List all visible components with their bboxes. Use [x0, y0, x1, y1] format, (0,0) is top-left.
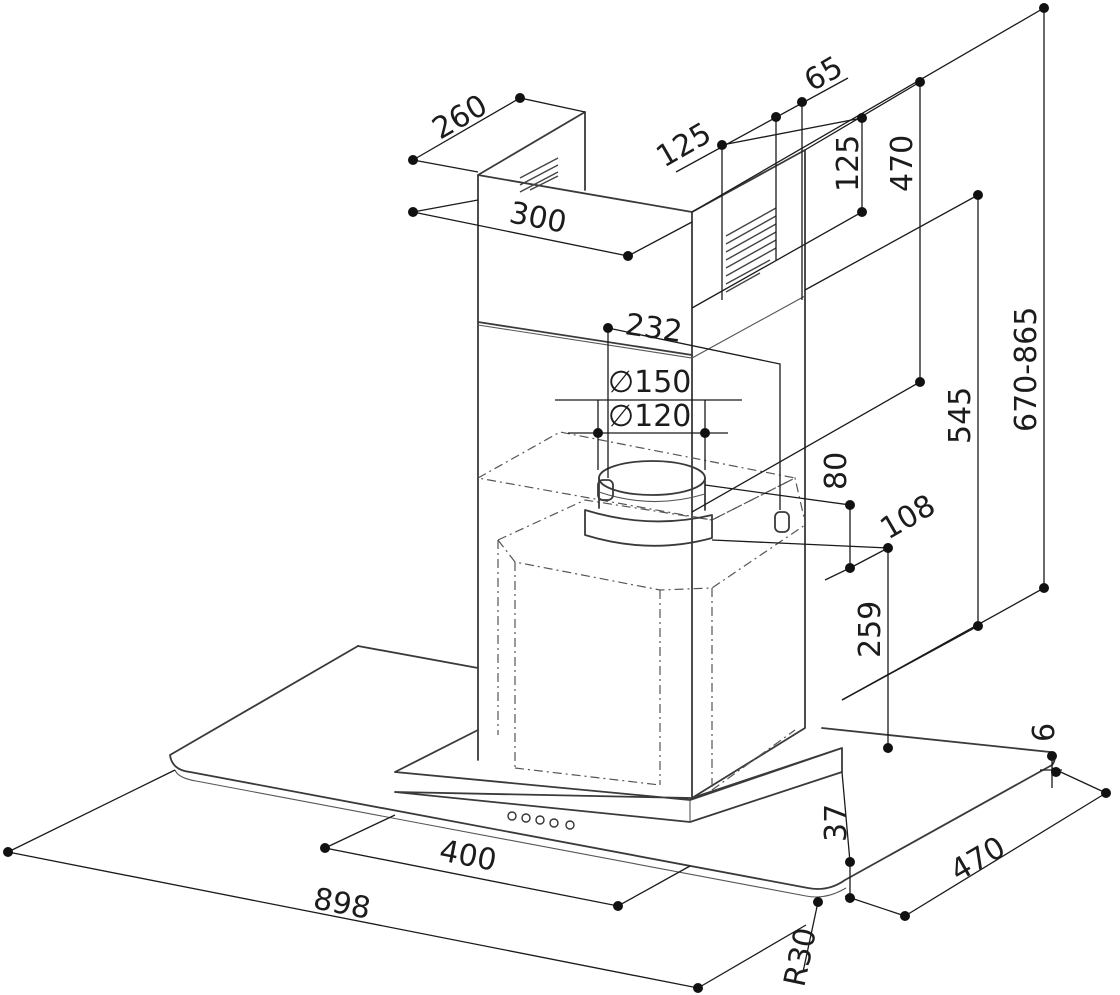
- label-65: 65: [799, 50, 850, 99]
- glass-edge-thickness: [174, 769, 847, 898]
- fixing-brackets: [597, 479, 790, 533]
- label-125-vertical: 125: [831, 135, 866, 192]
- label-37: 37: [819, 804, 854, 842]
- label-259: 259: [853, 601, 888, 658]
- label-470-bottom: 470: [945, 830, 1012, 889]
- control-button-5: [565, 820, 575, 830]
- vent-grille-back: [519, 157, 559, 193]
- label-80: 80: [819, 452, 854, 490]
- control-button-1: [507, 811, 517, 821]
- chimney-lower-front-face: [477, 321, 693, 799]
- label-diameter-120: ∅120: [608, 399, 691, 434]
- chimney-lower-side-edge: [691, 299, 806, 799]
- label-470-top: 470: [885, 135, 920, 192]
- label-300: 300: [506, 195, 569, 240]
- control-button-3: [535, 815, 545, 825]
- label-232: 232: [623, 307, 685, 350]
- label-108: 108: [875, 488, 942, 547]
- collar-top-ellipse: [598, 460, 706, 496]
- bracket-right: [774, 511, 790, 533]
- hidden-motor-housing: [476, 431, 806, 791]
- chimney-upper-side-face: [691, 149, 806, 301]
- vent-grille-side: [725, 207, 777, 293]
- glass-canopy: [169, 645, 1056, 890]
- label-898: 898: [310, 881, 373, 926]
- dimension-dots: [3, 3, 1111, 993]
- control-buttons: [507, 811, 575, 830]
- label-6: 6: [1027, 723, 1062, 742]
- glass-back-edge: [357, 645, 479, 669]
- collar-base: [584, 509, 713, 547]
- label-diameter-150: ∅150: [608, 365, 691, 400]
- chimney-seam: [477, 295, 806, 359]
- control-button-4: [549, 818, 559, 828]
- label-260: 260: [427, 88, 494, 147]
- bracket-left: [597, 479, 614, 501]
- label-r30: R30: [778, 925, 825, 990]
- label-545: 545: [943, 387, 978, 444]
- label-125-horizontal: 125: [651, 116, 718, 175]
- control-button-2: [521, 813, 531, 823]
- label-670-865: 670-865: [1009, 307, 1044, 432]
